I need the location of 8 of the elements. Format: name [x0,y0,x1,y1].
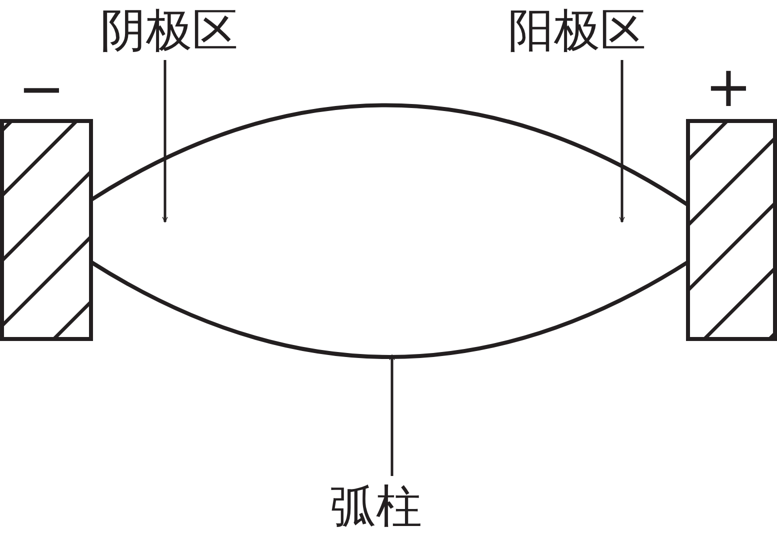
region-label: 弧柱 [330,478,422,534]
polarity-sign: − [18,62,65,118]
region-label: 阴极区 [100,2,238,58]
region-label: 阳极区 [508,2,646,58]
leader-arrow [389,354,395,476]
leader-arrow [162,60,168,222]
leader-arrow [619,60,625,222]
polarity-sign: + [705,60,752,116]
